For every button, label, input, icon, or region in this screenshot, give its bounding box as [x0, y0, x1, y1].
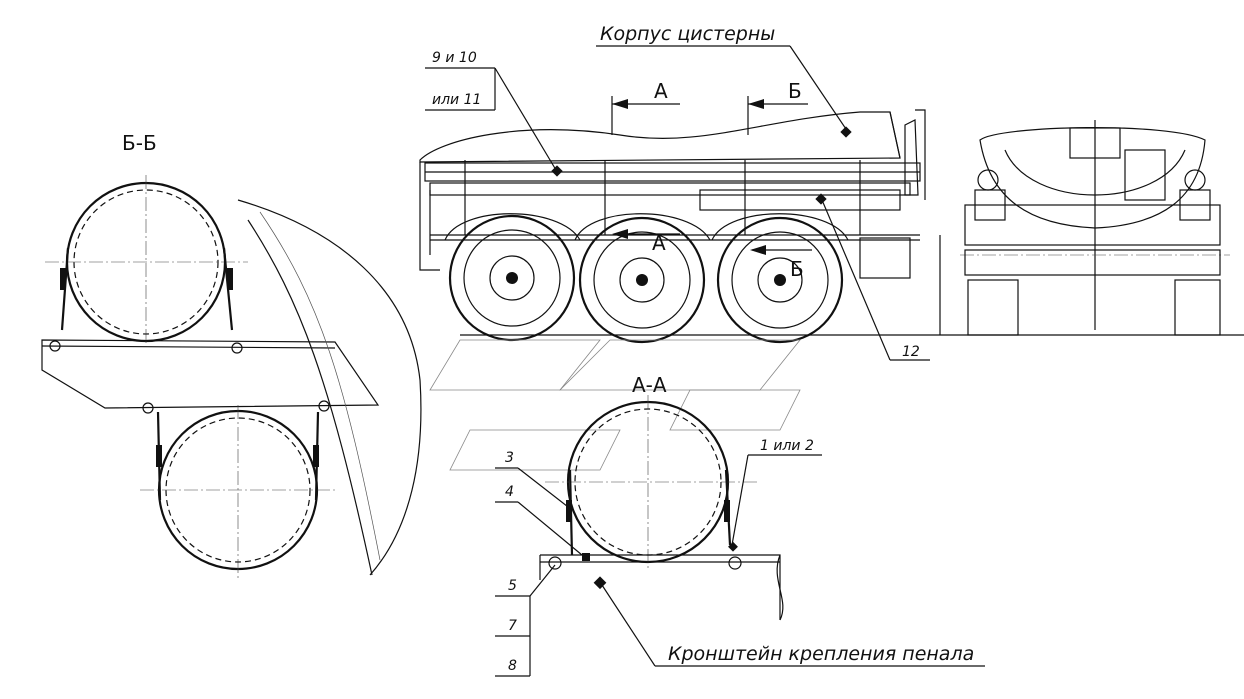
section-bb-title: Б-Б [122, 131, 157, 155]
part-1-2-label: 1 или 2 [760, 438, 814, 454]
section-aa: А-А 1 или 2 3 4 5 7 8 [495, 373, 985, 677]
section-aa-title: А-А [632, 373, 667, 397]
tank-body-label: Корпус цистерны [600, 23, 775, 45]
section-arrow-a: А [611, 79, 680, 135]
part-11-label: или 11 [432, 92, 481, 108]
arrow-b-letter: Б [788, 79, 802, 103]
trailer-rear-view [960, 120, 1230, 336]
part-9-10-label: 9 и 10 [432, 50, 477, 66]
part-8-label: 8 [508, 658, 517, 674]
front-wheel [711, 213, 849, 344]
part-7-label: 7 [508, 618, 517, 634]
bracket-label: Кронштейн крепления пенала [668, 643, 974, 665]
part-4-label: 4 [505, 484, 514, 500]
part-5-label: 5 [508, 578, 517, 594]
trailer-side-view: Корпус цистерны 9 и 10 или 11 А Б [419, 23, 1244, 471]
section-bb: Б-Б [41, 131, 422, 580]
middle-wheel [574, 213, 711, 344]
part-12-label: 12 [902, 344, 920, 360]
part-3-label: 3 [505, 450, 514, 466]
arrow-a-letter: А [654, 79, 668, 103]
bb-lower-pipe [140, 405, 335, 580]
bb-tank-shell [237, 199, 422, 576]
bb-upper-pipe [45, 175, 248, 345]
bb-bracket-plate [41, 339, 380, 414]
wheel-a-letter: А [652, 231, 666, 255]
wheel-b-letter: Б [790, 257, 804, 281]
